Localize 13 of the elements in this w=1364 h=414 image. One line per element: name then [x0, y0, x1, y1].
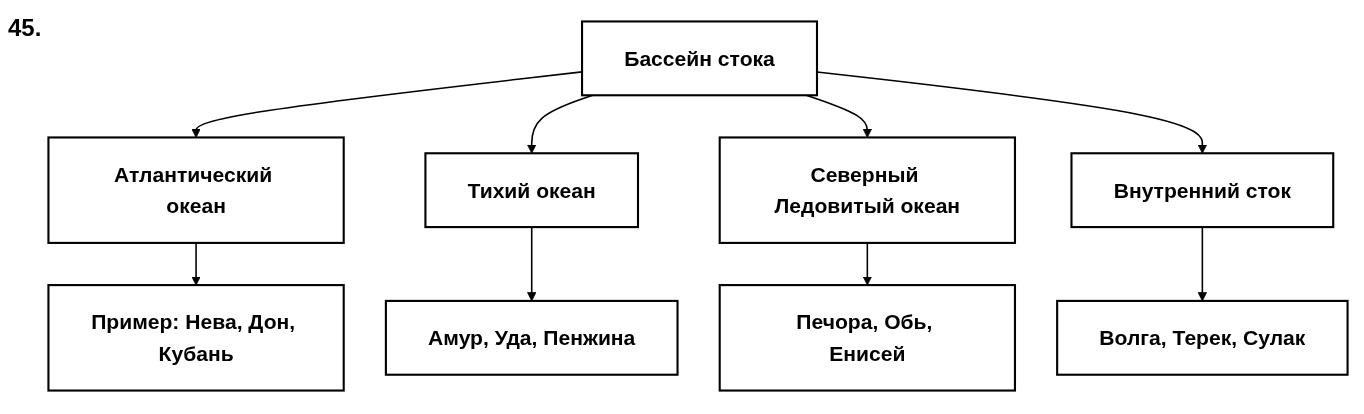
- node-box: Внутренний сток: [1070, 152, 1335, 229]
- node-box: Волга, Терек, Сулак: [1056, 299, 1349, 376]
- arrow: [191, 71, 583, 138]
- arrow: [862, 242, 872, 286]
- node-box: Тихий океан: [424, 152, 640, 229]
- node-box: Амур, Уда, Пенжина: [384, 299, 679, 376]
- node-box: Атлантический океан: [47, 136, 345, 244]
- arrow: [191, 242, 201, 286]
- node-box: Пример: Нева, Дон, Кубань: [47, 284, 345, 392]
- node-box: Печора, Обь, Енисей: [718, 284, 1017, 392]
- node-box: Бассейн стока: [581, 20, 819, 97]
- node-box: Северный Ледовитый океан: [718, 136, 1017, 244]
- item-number: 45.: [8, 14, 42, 41]
